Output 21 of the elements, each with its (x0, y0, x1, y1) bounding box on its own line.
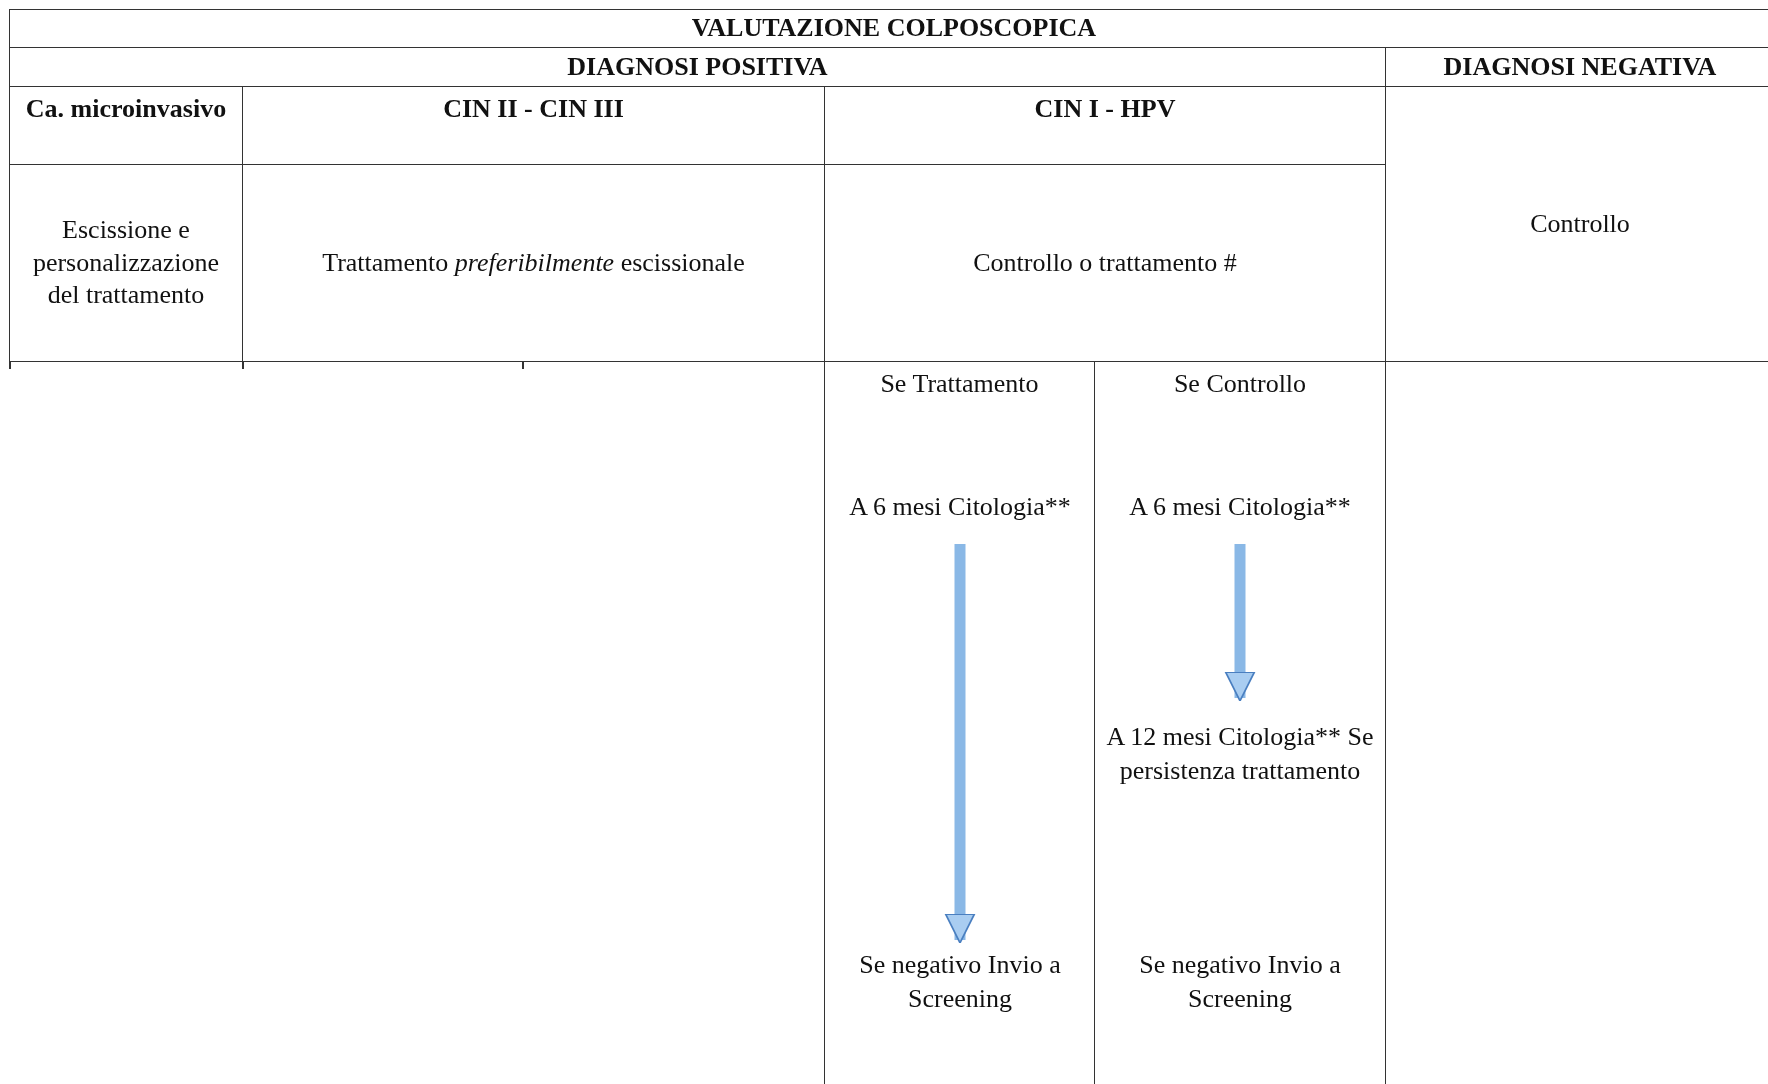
arrow (1224, 544, 1256, 702)
title-cell (9, 9, 1768, 48)
step-text: A 6 mesi Citologia** (1110, 474, 1370, 540)
step-text: A 12 mesi Citologia** Se persistenza trattamento (1099, 702, 1381, 806)
column-heading: Ca. microinvasivo (24, 93, 228, 125)
step-text: Se negativo Invio a Screening (840, 944, 1080, 1020)
column-heading: DIAGNOSI NEGATIVA (1443, 50, 1717, 83)
column-heading: VALUTAZIONE COLPOSCOPICA (691, 12, 1097, 45)
cell-text: Controllo (1530, 207, 1630, 240)
cell-text: Escissione e personalizzazione del trattamento (31, 214, 221, 312)
cell-text: Se Controllo (1173, 368, 1307, 400)
cell-text: Se Trattamento (880, 368, 1039, 400)
column-heading: CIN II - CIN III (443, 93, 624, 125)
step-text: Se negativo Invio a Screening (1110, 944, 1370, 1020)
column-heading: CIN I - HPV (1034, 93, 1176, 125)
cell-text: Trattamento preferibilmente escissionale (322, 246, 745, 279)
step-text: A 6 mesi Citologia** (840, 474, 1080, 540)
arrow (944, 544, 976, 944)
column-heading: DIAGNOSI POSITIVA (567, 50, 828, 83)
cell-text: Controllo o trattamento # (973, 246, 1237, 279)
table-cell (9, 164, 243, 362)
